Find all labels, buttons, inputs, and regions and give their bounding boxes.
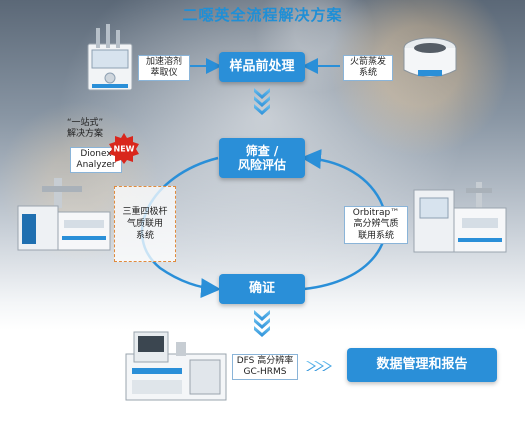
- step-pretreatment: 样品前处理: [219, 52, 305, 82]
- dfs-line2: GC-HRMS: [243, 367, 287, 377]
- triple-quad-label-box: 三重四极杆 气质联用 系统: [114, 186, 176, 262]
- step-data-management: 数据管理和报告: [347, 348, 497, 382]
- orbitrap-line1: Orbitrap™: [352, 208, 400, 219]
- step-screening: 筛查 / 风险评估: [219, 138, 305, 178]
- orbitrap-label-box: Orbitrap™ 高分辨气质 联用系统: [344, 206, 408, 244]
- step-confirm-label: 确证: [248, 281, 275, 297]
- triple-quad-line2: 气质联用: [126, 218, 163, 229]
- one-stop-label: “一站式” 解决方案: [60, 118, 110, 141]
- step-screening-line2: 风险评估: [237, 158, 286, 172]
- orbitrap-line2: 高分辨气质: [353, 219, 399, 230]
- triple-quad-line1: 三重四极杆: [122, 206, 168, 217]
- chevron-down-1: [254, 88, 270, 115]
- dfs-line1: DFS 高分辨率: [236, 355, 294, 366]
- orbitrap-line3: 联用系统: [357, 230, 394, 241]
- step-data-management-label: 数据管理和报告: [376, 357, 468, 373]
- step-screening-line1: 筛查 /: [245, 143, 279, 158]
- cycle-arc-right: [301, 149, 388, 291]
- chevron-down-2: [254, 310, 270, 337]
- dfs-instrument-image: [125, 331, 227, 401]
- step-pretreatment-label: 样品前处理: [229, 59, 295, 75]
- ase-label-box: 加速溶剂 萃取仪: [138, 55, 190, 81]
- chevron-right: [306, 361, 332, 371]
- new-badge: NEW: [109, 133, 139, 164]
- one-stop-line2: 解决方案: [66, 129, 103, 140]
- orbitrap-instrument-image: [413, 182, 507, 253]
- new-badge-text: NEW: [114, 145, 135, 154]
- ase-instrument-image: [87, 24, 133, 91]
- triple-quad-line3: 系统: [135, 231, 154, 242]
- dionex-line1: Dionex: [80, 148, 112, 159]
- one-stop-line1: “一站式”: [66, 118, 104, 128]
- ase-line2: 萃取仪: [150, 68, 178, 78]
- dionex-analyzer-image: [17, 178, 111, 251]
- dionex-line2: Analyzer: [76, 160, 116, 170]
- evap-line1: 火箭蒸发: [349, 56, 386, 67]
- evap-label-box: 火箭蒸发 系统: [343, 55, 393, 81]
- ase-line1: 加速溶剂: [145, 56, 182, 67]
- diagram-title: 二噁英全流程解决方案: [182, 6, 343, 24]
- step-confirm: 确证: [219, 274, 305, 304]
- dfs-label-box: DFS 高分辨率 GC-HRMS: [232, 354, 298, 380]
- evap-line2: 系统: [358, 68, 377, 78]
- rocket-evaporator-image: [403, 37, 457, 78]
